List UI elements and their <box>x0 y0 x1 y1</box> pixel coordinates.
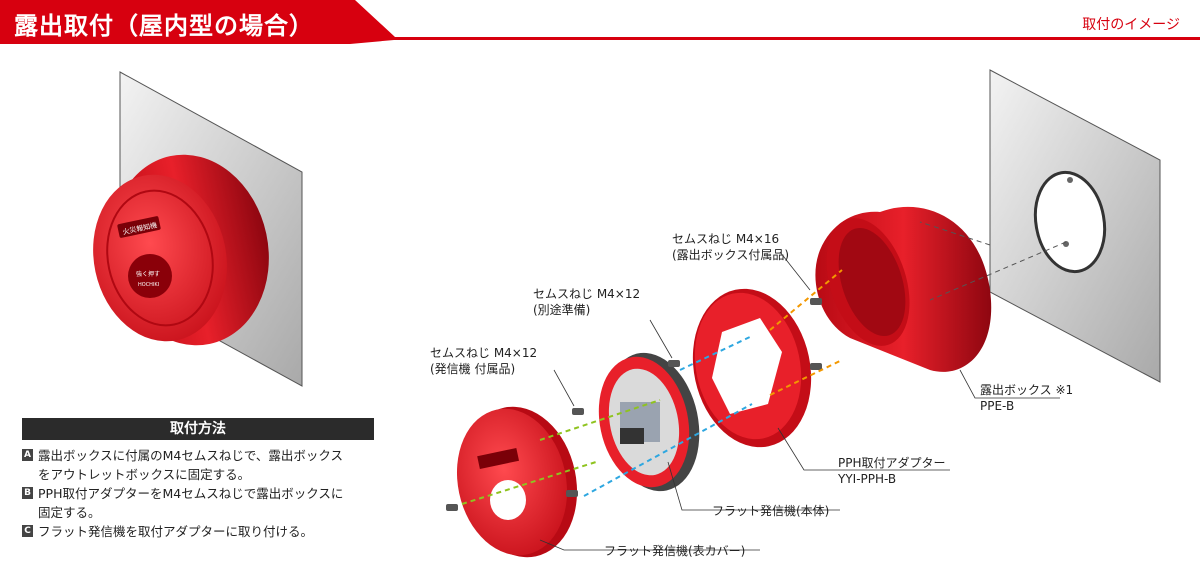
label-device-body: フラット発信機(本体) <box>712 504 830 518</box>
step-b-line1: PPH取付アダプターをM4セムスねじで露出ボックスに <box>38 486 344 501</box>
exposure-box <box>815 206 992 372</box>
step-a-line1: 露出ボックスに付属のM4セムスねじで、露出ボックス <box>38 448 343 463</box>
label-exposure-box: 露出ボックス ※1 PPE-B <box>980 382 1073 414</box>
step-c: C フラット発信機を取付アダプターに取り付ける。 <box>22 522 374 541</box>
label-exposure-box-model: PPE-B <box>980 399 1015 413</box>
label-screw-separate: セムスねじ M4×12 (別途準備) <box>533 286 640 318</box>
label-adapter-name: PPH取付アダプター <box>838 456 946 470</box>
step-b: B PPH取付アダプターをM4セムスねじで露出ボックスに 固定する。 <box>22 484 374 522</box>
label-screw-box-name: セムスねじ M4×16 <box>672 232 780 246</box>
step-c-line1: フラット発信機を取付アダプターに取り付ける。 <box>38 524 314 539</box>
header-band: 露出取付（屋内型の場合） 取付のイメージ <box>0 0 1200 44</box>
adapter-ring <box>692 288 812 448</box>
button-label: 強く押す <box>136 270 160 278</box>
step-c-badge: C <box>22 525 33 537</box>
step-b-line2: 固定する。 <box>38 505 101 520</box>
brand-label: HOCHIKI <box>138 282 159 288</box>
howto-steps: A 露出ボックスに付属のM4セムスねじで、露出ボックス をアウトレットボックスに… <box>22 446 374 541</box>
label-screw-box: セムスねじ M4×16 (露出ボックス付属品) <box>672 231 789 263</box>
label-adapter: PPH取付アダプター YYI-PPH-B <box>838 455 946 487</box>
step-a-badge: A <box>22 449 33 461</box>
step-a: A 露出ボックスに付属のM4セムスねじで、露出ボックス をアウトレットボックスに… <box>22 446 374 484</box>
label-screw-box-note: (露出ボックス付属品) <box>672 248 790 262</box>
howto-panel: 取付方法 A 露出ボックスに付属のM4セムスねじで、露出ボックス をアウトレット… <box>22 418 374 541</box>
label-screw-separate-note: (別途準備) <box>533 303 591 317</box>
label-screw-device-note: (発信機 付属品) <box>430 362 516 376</box>
step-a-line2: をアウトレットボックスに固定する。 <box>38 467 251 482</box>
label-front-cover: フラット発信機(表カバー) <box>604 544 746 558</box>
device-body <box>598 352 700 492</box>
label-exposure-box-name: 露出ボックス ※1 <box>980 383 1074 397</box>
outlet-box-ring <box>1033 170 1107 274</box>
label-screw-separate-name: セムスねじ M4×12 <box>533 287 641 301</box>
page-title: 露出取付（屋内型の場合） <box>14 12 314 40</box>
header-shape <box>0 0 1200 44</box>
assembled-device: 火災報知機 強く押す HOCHIKI <box>93 71 303 387</box>
front-cover <box>456 406 578 558</box>
exploded-view <box>446 69 1161 558</box>
image-caption: 取付のイメージ <box>1082 17 1180 33</box>
howto-heading: 取付方法 <box>22 418 374 440</box>
label-adapter-model: YYI-PPH-B <box>838 472 897 486</box>
step-b-badge: B <box>22 487 33 499</box>
label-screw-device: セムスねじ M4×12 (発信機 付属品) <box>430 345 537 377</box>
label-screw-device-name: セムスねじ M4×12 <box>430 346 538 360</box>
